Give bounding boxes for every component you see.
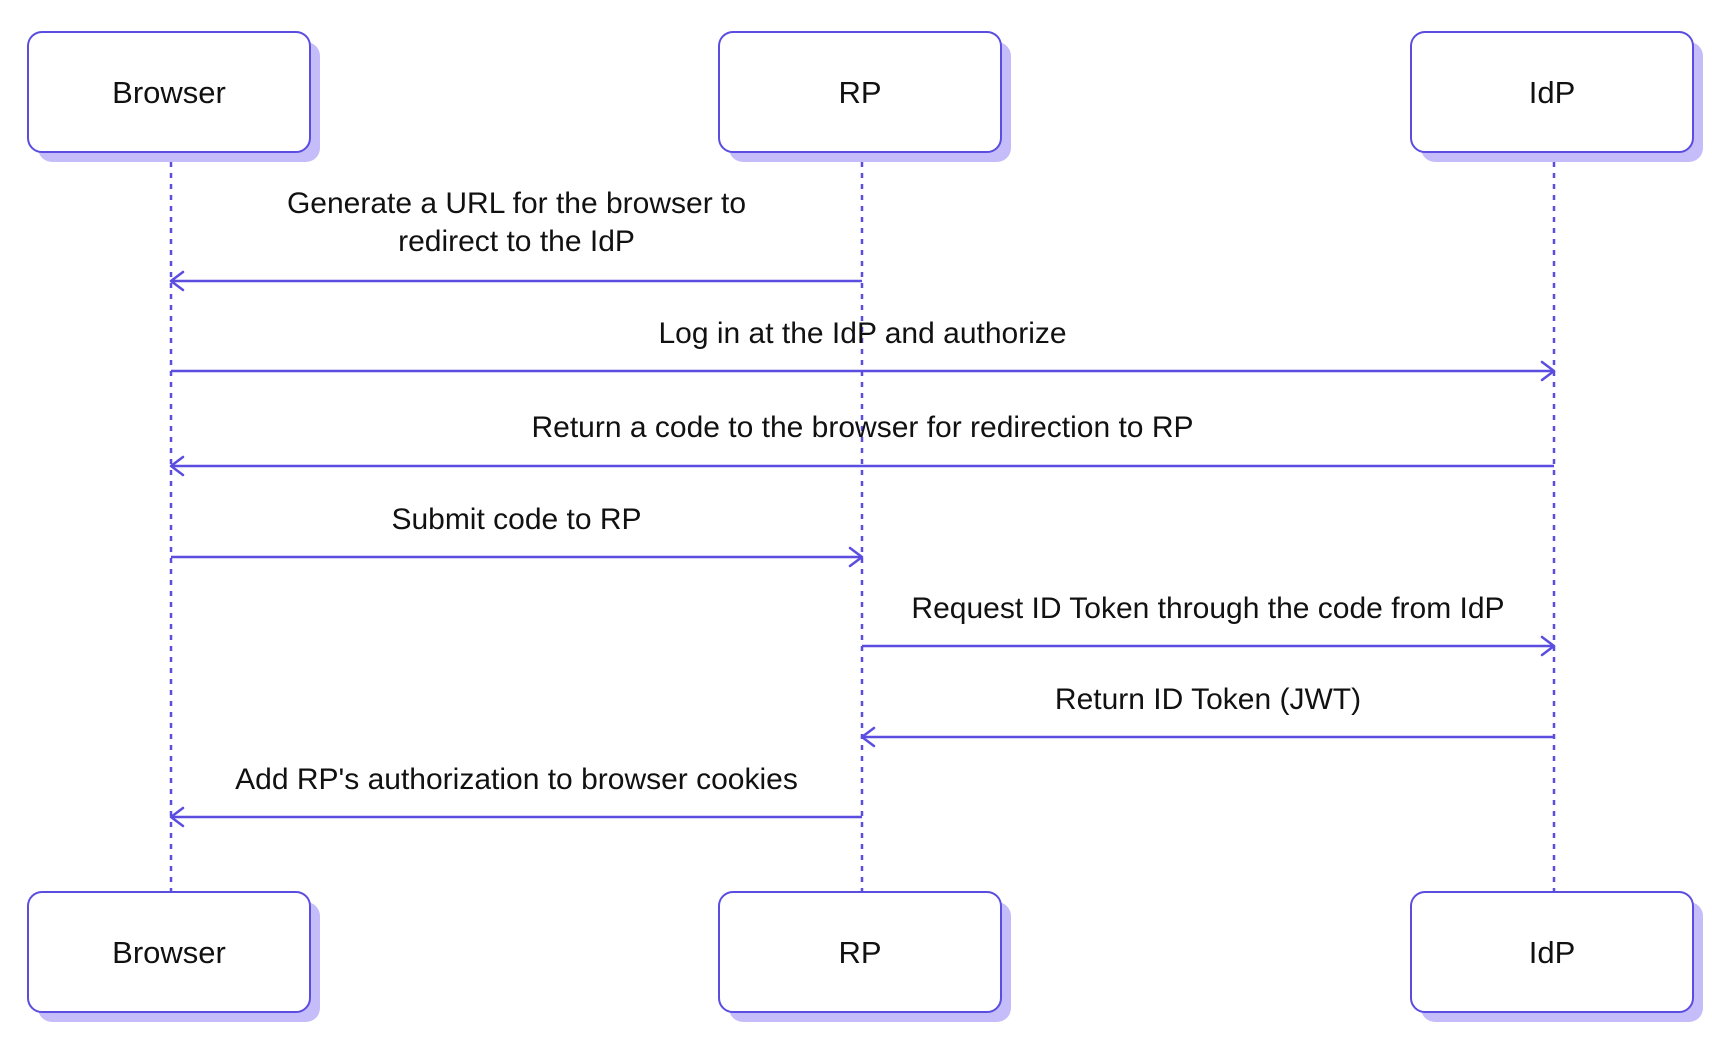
message-1: Generate a URL for the browser to redirec… bbox=[169, 187, 862, 292]
participant-browser-top: Browser bbox=[27, 31, 320, 162]
message-label: Request ID Token through the code from I… bbox=[911, 592, 1504, 625]
participant-box bbox=[27, 891, 311, 1013]
messages: Generate a URL for the browser to redirec… bbox=[169, 187, 1556, 828]
arrowhead-icon bbox=[169, 455, 185, 477]
message-4: Submit code to RP bbox=[171, 503, 864, 568]
participant-label: RP bbox=[838, 935, 881, 970]
participant-box bbox=[718, 31, 1002, 153]
message-label: Generate a URL for the browser to bbox=[287, 187, 746, 220]
message-label: Return a code to the browser for redirec… bbox=[532, 411, 1194, 444]
participants-top: Browser RP IdP bbox=[27, 31, 1703, 162]
participant-browser-bottom: Browser bbox=[27, 891, 320, 1022]
participant-label: IdP bbox=[1529, 935, 1576, 970]
participant-box bbox=[718, 891, 1002, 1013]
participant-label: IdP bbox=[1529, 75, 1576, 110]
message-6: Return ID Token (JWT) bbox=[860, 683, 1554, 748]
message-2: Log in at the IdP and authorize bbox=[171, 317, 1556, 382]
arrowhead-icon bbox=[169, 806, 185, 828]
message-5: Request ID Token through the code from I… bbox=[862, 592, 1556, 657]
message-label: Submit code to RP bbox=[391, 503, 641, 536]
arrowhead-icon bbox=[1540, 635, 1556, 657]
message-label: Return ID Token (JWT) bbox=[1055, 683, 1361, 716]
participant-box bbox=[27, 31, 311, 153]
participant-label: Browser bbox=[112, 75, 226, 110]
arrowhead-icon bbox=[848, 546, 864, 568]
participant-rp-bottom: RP bbox=[718, 891, 1011, 1022]
participants-bottom: Browser RP IdP bbox=[27, 891, 1703, 1022]
participant-box bbox=[1410, 31, 1694, 153]
participant-idp-top: IdP bbox=[1410, 31, 1703, 162]
participant-idp-bottom: IdP bbox=[1410, 891, 1703, 1022]
message-label: Log in at the IdP and authorize bbox=[658, 317, 1066, 350]
participant-box bbox=[1410, 891, 1694, 1013]
message-3: Return a code to the browser for redirec… bbox=[169, 411, 1554, 477]
lifelines bbox=[169, 162, 1556, 892]
message-label: redirect to the IdP bbox=[398, 225, 635, 258]
arrowhead-icon bbox=[860, 726, 876, 748]
participant-label: Browser bbox=[112, 935, 226, 970]
message-7: Add RP's authorization to browser cookie… bbox=[169, 763, 862, 828]
arrowhead-icon bbox=[169, 270, 185, 292]
message-label: Add RP's authorization to browser cookie… bbox=[235, 763, 798, 796]
participant-rp-top: RP bbox=[718, 31, 1011, 162]
arrowhead-icon bbox=[1540, 360, 1556, 382]
participant-label: RP bbox=[838, 75, 881, 110]
